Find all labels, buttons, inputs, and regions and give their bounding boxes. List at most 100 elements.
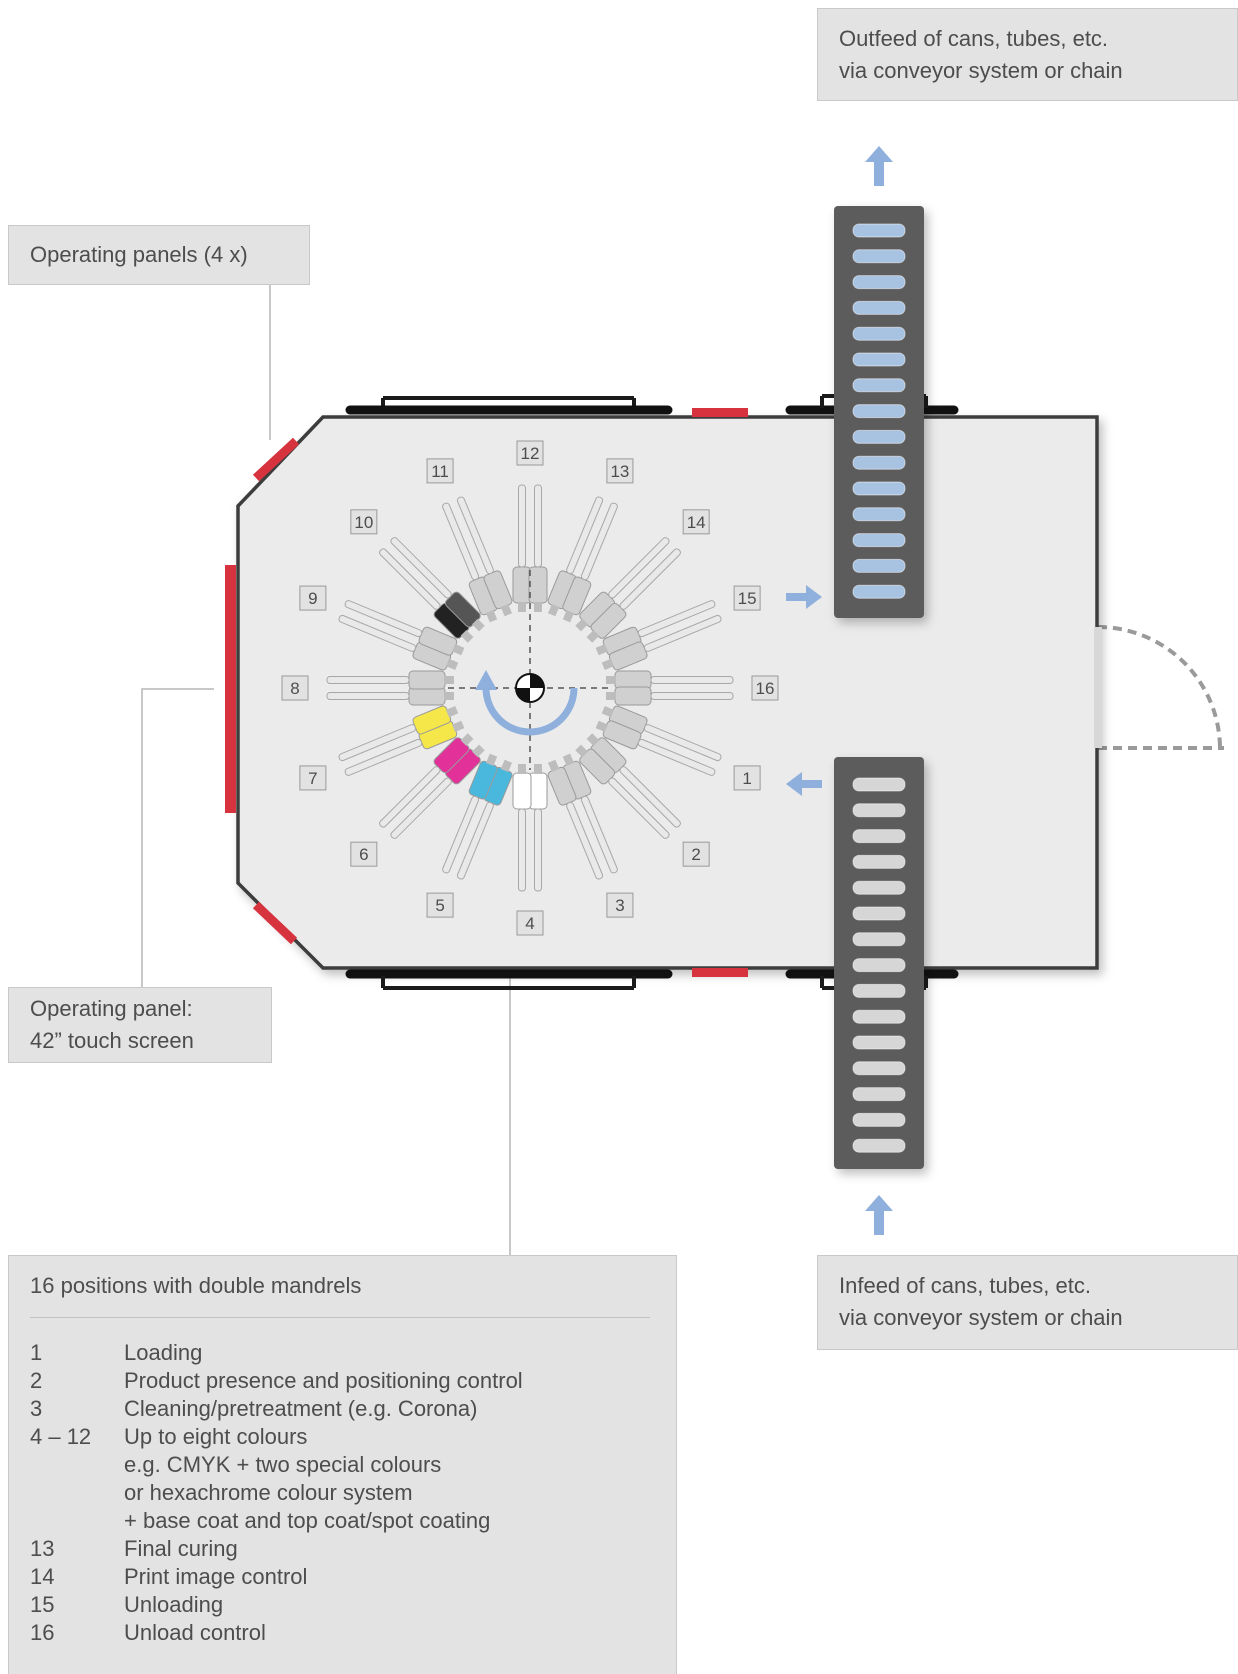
infeed-conveyor <box>834 757 924 1169</box>
infeed-callout-line2: via conveyor system or chain <box>839 1305 1123 1330</box>
arrow-load-left <box>786 772 822 796</box>
mandrel-hub <box>472 618 485 632</box>
mandrel-shaft <box>650 676 734 684</box>
legend-row-text: Cleaning/pretreatment (e.g. Corona) <box>124 1396 478 1421</box>
mandrel-pair <box>575 733 681 839</box>
mandrel-hub <box>562 753 574 766</box>
mandrel-hub <box>586 733 600 746</box>
position-number: 12 <box>521 444 540 463</box>
center-target-icon <box>515 673 545 703</box>
mandrel-shaft <box>442 795 480 874</box>
conveyor-item <box>852 1035 906 1050</box>
legend-row: e.g. CMYK + two special colours <box>30 1451 650 1479</box>
door-swing <box>1097 625 1222 749</box>
legend-row-number: 16 <box>30 1620 55 1645</box>
mandrel-hub <box>547 759 560 773</box>
mandrel-shaft <box>518 808 526 892</box>
infeed-callout: Infeed of cans, tubes, etc. via conveyor… <box>817 1255 1238 1350</box>
mandrel-hub <box>518 602 526 612</box>
conveyor-item <box>852 378 906 393</box>
mandrel-hub <box>606 676 616 684</box>
operating-panels-red <box>225 408 748 977</box>
legend-row: 16 Unload control <box>30 1619 650 1647</box>
mandrel-hub <box>445 705 459 718</box>
mandrel-shaft <box>608 777 670 839</box>
mandrel-pair <box>606 670 734 706</box>
mandrel-pair <box>442 753 513 880</box>
mandrel-shaft <box>456 801 494 880</box>
operating-panel-top <box>692 408 748 417</box>
mandrel-shaft <box>608 537 670 599</box>
legend-row-number <box>30 1479 124 1507</box>
legend-row-text: Unload control <box>124 1620 266 1645</box>
position-label: 9 <box>299 585 327 611</box>
legend-row-number: 1 <box>30 1340 43 1365</box>
arrow-outfeed-up <box>865 146 893 186</box>
position-number: 13 <box>610 462 629 481</box>
operating-panel-bottom <box>692 968 748 977</box>
mandrel-pair <box>512 484 548 612</box>
mandrel-shaft <box>566 801 604 880</box>
position-number: 4 <box>525 914 534 933</box>
legend-row-text: Loading <box>124 1340 203 1365</box>
legend-row-text: Unloading <box>124 1592 224 1617</box>
conveyor-item <box>852 404 906 419</box>
position-label: 10 <box>350 509 378 535</box>
position-label: 16 <box>751 675 779 701</box>
legend-row-text: e.g. CMYK + two special colours <box>124 1452 442 1477</box>
legend-row-number <box>30 1451 124 1479</box>
mandrel-shaft <box>619 548 681 610</box>
position-number: 6 <box>359 845 368 864</box>
mandrel-shaft <box>390 537 452 599</box>
position-number: 15 <box>738 589 757 608</box>
mandrel-shaft <box>518 484 526 568</box>
mandrel-body <box>408 670 446 690</box>
legend-row-number: 15 <box>30 1592 55 1617</box>
mandrel-shaft <box>442 502 480 581</box>
conveyor-item <box>852 455 906 470</box>
touch-screen-callout-line1: Operating panel: <box>30 996 193 1021</box>
mandrel-hub <box>562 610 574 623</box>
legend-row-text: + base coat and top coat/spot coating <box>124 1508 491 1533</box>
position-label: 6 <box>350 841 378 867</box>
position-number: 5 <box>435 896 444 915</box>
mandrel-hub <box>606 692 616 700</box>
mandrel-pair <box>326 670 454 706</box>
legend-row-number: 13 <box>30 1536 55 1561</box>
mandrel-body <box>408 686 446 706</box>
conveyor-item <box>852 983 906 998</box>
mandrel-hub <box>586 630 600 643</box>
position-label: 14 <box>682 509 710 535</box>
conveyor-item <box>852 1087 906 1102</box>
mandrel-body <box>512 772 532 810</box>
mandrel-shaft <box>534 808 542 892</box>
mandrel-pair <box>547 496 618 623</box>
rotation-arrow <box>475 670 578 736</box>
position-label: 15 <box>733 585 761 611</box>
mandrel-shaft <box>580 502 618 581</box>
legend-divider <box>30 1317 650 1318</box>
legend-row-text: or hexachrome colour system <box>124 1480 413 1505</box>
conveyor-item <box>852 558 906 573</box>
conveyor-item <box>852 958 906 973</box>
legend-row-text: Up to eight colours <box>124 1424 308 1449</box>
conveyor-item <box>852 249 906 264</box>
mandrel-pair <box>575 537 681 643</box>
mandrel-hub <box>534 764 542 774</box>
conveyor-item <box>852 829 906 844</box>
conveyor-item <box>852 352 906 367</box>
infeed-callout-line1: Infeed of cans, tubes, etc. <box>839 1273 1091 1298</box>
mandrel-pair <box>442 496 513 623</box>
mandrel-pair <box>595 600 722 671</box>
mandrel-pair <box>338 705 465 776</box>
mandrel-body <box>512 566 532 604</box>
conveyor-item <box>852 1138 906 1153</box>
legend-row-number: 2 <box>30 1368 43 1393</box>
mandrel-shaft <box>643 614 722 652</box>
mandrel-hub <box>460 630 474 643</box>
